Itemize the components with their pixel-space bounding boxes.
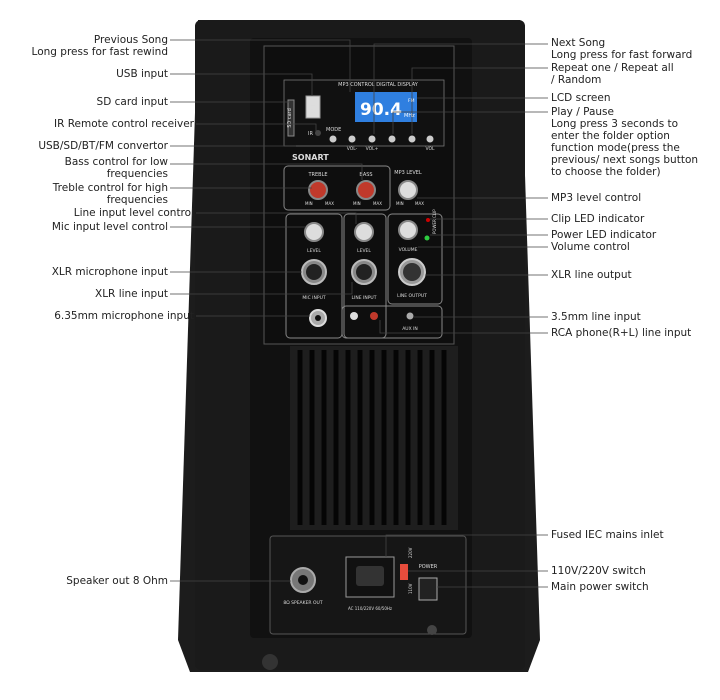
- mp3-level-knob: [398, 180, 418, 200]
- label-line-level: Line input level control: [73, 207, 194, 219]
- mode-button: [329, 135, 337, 143]
- ir-receiver: [315, 130, 321, 136]
- label-volume-control: Volume control: [551, 241, 630, 253]
- mp3-max: MAX: [415, 201, 424, 206]
- v220-label: 220V: [408, 547, 413, 558]
- lcd-fm: FM: [408, 98, 415, 104]
- play-button: [388, 135, 396, 143]
- rca-white: [350, 312, 358, 320]
- volume-knob: [398, 220, 418, 240]
- mode-label: MODE: [326, 127, 341, 133]
- mic-input-text: MIC INPUT: [302, 295, 325, 301]
- brand-logo: SONART: [292, 153, 329, 162]
- volume-text: VOLUME: [399, 247, 418, 253]
- label-mp3-level: MP3 level control: [551, 192, 642, 204]
- line-level-text: LEVEL: [357, 248, 371, 254]
- label-xlr-mic: XLR microphone input: [51, 266, 168, 278]
- clip-led: [426, 218, 430, 222]
- power-switch-label: POWER: [419, 564, 438, 570]
- sd-slot: [287, 99, 295, 137]
- ir-label: IR: [308, 131, 313, 137]
- aux-in-text: AUX IN: [402, 326, 418, 332]
- label-635-mic: 6.35mm microphone input: [54, 310, 194, 322]
- v110-label: 110V: [408, 583, 413, 594]
- clip-led-label: CLIP: [432, 209, 437, 218]
- line-output-text: LINE OUTPUT: [397, 293, 427, 299]
- ac-label: AC 110/220V 60/50Hz: [348, 606, 392, 611]
- label-mic-level: Mic input level control: [51, 221, 168, 233]
- aux-35mm: [406, 312, 414, 320]
- treble-label: TREBLE: [307, 172, 327, 178]
- lcd-screen: [355, 92, 417, 122]
- line-input-text: LINE INPUT: [352, 295, 377, 301]
- power-led-label: POWER: [432, 219, 437, 234]
- mic-level-text: LEVEL: [307, 248, 321, 254]
- main-power-switch: [418, 577, 438, 601]
- label-speaker-out: Speaker out 8 Ohm: [66, 575, 168, 587]
- treble-max: MAX: [325, 201, 334, 206]
- label-usb-input: USB input: [116, 68, 168, 80]
- next-button: [368, 135, 376, 143]
- vol-plus-label: VOL+: [366, 146, 379, 152]
- label-rca-input: RCA phone(R+L) line input: [551, 327, 692, 339]
- mic-level-knob: [304, 222, 324, 242]
- sd-label: SD card: [287, 108, 293, 128]
- label-35mm-line: 3.5mm line input: [551, 311, 641, 323]
- display-title: MP3 CONTROL DIGITAL DISPLAY: [338, 82, 419, 88]
- label-repeat: Repeat one / Repeat all/ Random: [551, 62, 674, 86]
- label-main-power: Main power switch: [551, 581, 649, 593]
- label-lcd-screen: LCD screen: [551, 92, 611, 104]
- label-ir-remote: IR Remote control receiver: [53, 118, 194, 130]
- usb-port: [305, 95, 321, 119]
- rca-red: [370, 312, 378, 320]
- mp3-min: MIN: [396, 201, 404, 206]
- label-voltage-switch: 110V/220V switch: [551, 565, 646, 577]
- power-led: [424, 235, 430, 241]
- speaker-out-text: 8Ω SPEAKER OUT: [283, 600, 322, 606]
- mp3-level-label: MP3 LEVEL: [394, 170, 422, 176]
- treble-min: MIN: [305, 201, 313, 206]
- line-level-knob: [354, 222, 374, 242]
- bass-min: MIN: [353, 201, 361, 206]
- repeat-button: [408, 135, 416, 143]
- label-clip-led: Clip LED indicator: [551, 213, 645, 225]
- bass-knob: [356, 180, 376, 200]
- label-iec-inlet: Fused IEC mains inlet: [551, 529, 664, 541]
- lcd-unit: MHz: [404, 113, 415, 119]
- label-sd-card-input: SD card input: [96, 96, 168, 108]
- label-power-led: Power LED indicator: [551, 229, 657, 241]
- bass-label: BASS: [359, 172, 372, 178]
- label-xlr-line: XLR line input: [95, 288, 168, 300]
- label-convertor: USB/SD/BT/FM convertor: [38, 140, 168, 152]
- label-xlr-line-output: XLR line output: [551, 269, 632, 281]
- prev-button: [348, 135, 356, 143]
- voltage-switch: [400, 564, 408, 580]
- bass-max: MAX: [373, 201, 382, 206]
- lcd-value: 90.4: [360, 100, 402, 120]
- vol-minus-label: VOL-: [347, 146, 358, 152]
- vol-button: [426, 135, 434, 143]
- treble-knob: [308, 180, 328, 200]
- vol-label: VOL: [425, 146, 435, 152]
- usb-label: USB: [311, 102, 317, 113]
